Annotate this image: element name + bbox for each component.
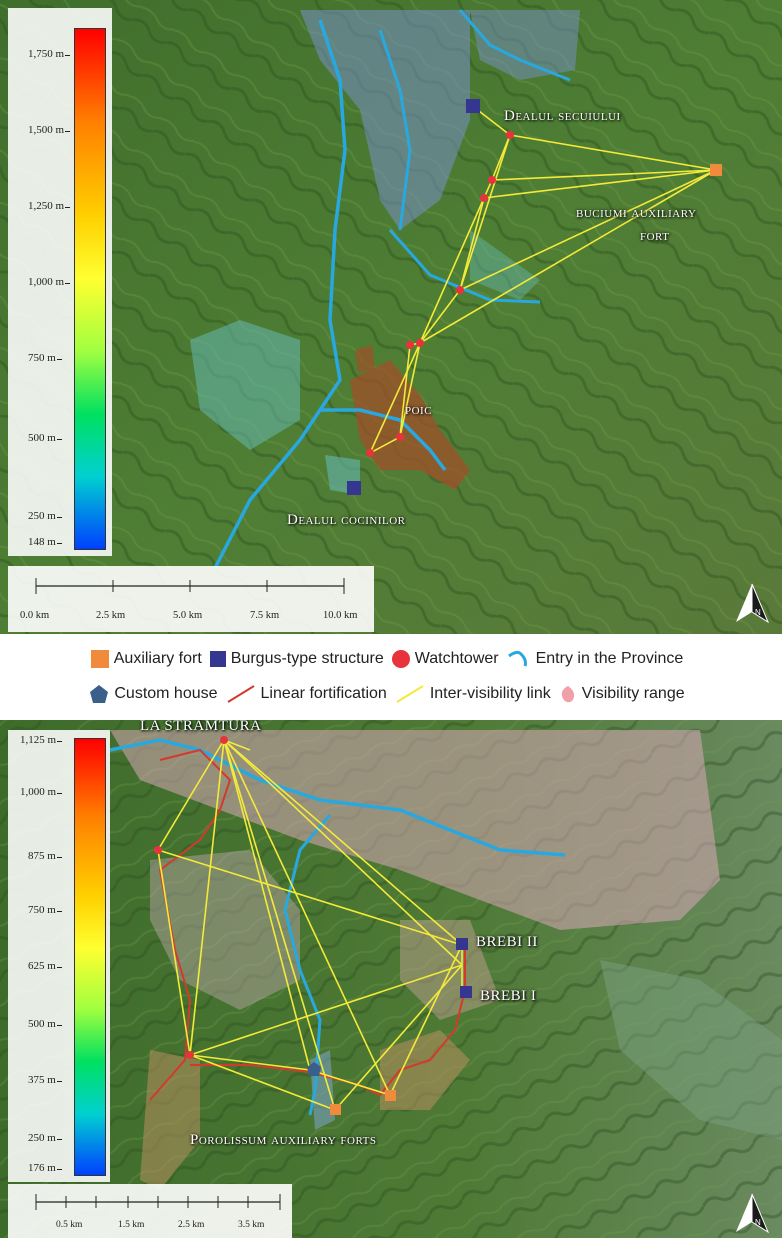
colorbar-tick: 1,500 m xyxy=(28,124,71,136)
auxiliary-fort-icon xyxy=(90,650,109,668)
bottom-map: 1,125 m 1,000 m 875 m 750 m 625 m 500 m … xyxy=(0,720,782,1238)
burgus-icon xyxy=(209,651,226,667)
colorbar-tick: 1,250 m xyxy=(28,200,71,212)
entry-river xyxy=(109,738,566,857)
visibility-zone xyxy=(600,960,782,1140)
scale-label: 0.5 km xyxy=(56,1220,83,1230)
label-brebi-2: BREBI II xyxy=(476,934,538,950)
visibility-zone xyxy=(355,345,375,372)
colorbar-tick: 1,000 m xyxy=(28,276,71,288)
north-letter: N xyxy=(755,608,761,617)
burgus-brebi-2 xyxy=(456,938,468,950)
visibility-zone xyxy=(470,10,580,80)
watchtowers xyxy=(154,736,228,1059)
legend-watchtower: Watchtower xyxy=(391,650,499,668)
colorbar-tick: 500 m xyxy=(28,1018,62,1030)
legend-entry: Entry in the Province xyxy=(507,650,683,668)
colorbar-tick: 875 m xyxy=(28,850,62,862)
colorbar-tick: 625 m xyxy=(28,960,62,972)
top-map-terrain xyxy=(0,0,782,634)
label-dealul-secuiului: Dealul secuiului xyxy=(504,108,621,124)
colorbar-tick: 1,000 m xyxy=(20,786,63,798)
visibility-zone xyxy=(300,10,470,230)
visibility-zone xyxy=(380,1030,470,1110)
colorbar-tick: 148 m xyxy=(28,536,62,548)
north-arrow-icon xyxy=(736,1193,770,1234)
legend-custom-house: Custom house xyxy=(89,684,218,704)
map-legend: Auxiliary fort Burgus-type structure Wat… xyxy=(0,636,782,718)
north-arrow-icon xyxy=(736,583,770,624)
label-porolissum: Porolissum auxiliary forts xyxy=(190,1132,377,1148)
linear-fortification xyxy=(190,945,466,1097)
custom-house xyxy=(307,1062,321,1076)
top-map: 1,750 m 1,500 m 1,250 m 1,000 m 750 m 50… xyxy=(0,0,782,634)
scale-label: 7.5 km xyxy=(250,610,280,621)
colorbar-tick: 176 m xyxy=(28,1162,62,1174)
bottom-map-terrain xyxy=(0,720,782,1238)
entry-river xyxy=(378,29,412,231)
top-elevation-colorbar: 1,750 m 1,500 m 1,250 m 1,000 m 750 m 50… xyxy=(8,8,112,556)
bottom-elevation-colorbar: 1,125 m 1,000 m 875 m 750 m 625 m 500 m … xyxy=(8,730,110,1182)
entry-river xyxy=(283,814,332,1116)
visibility-range-icon xyxy=(561,686,574,703)
scale-label: 10.0 km xyxy=(323,610,358,621)
linear-fortification-icon xyxy=(227,685,255,703)
colorbar-tick: 250 m xyxy=(28,1132,62,1144)
legend-intervisibility: Inter-visibility link xyxy=(395,684,551,704)
north-arrow: N xyxy=(732,1192,772,1236)
entry-river-icon xyxy=(507,650,527,667)
north-letter: N xyxy=(755,1218,761,1227)
bottom-scale-bar: 0.5 km 1.5 km 2.5 km 3.5 km xyxy=(8,1184,292,1238)
burgus-dealul-cocinilor xyxy=(347,481,361,495)
burgus-brebi-1 xyxy=(460,986,472,998)
visibility-zone xyxy=(140,1050,200,1190)
linear-fortification xyxy=(149,748,232,1101)
scale-label: 5.0 km xyxy=(173,610,203,621)
entry-river xyxy=(458,9,571,82)
colorbar-tick: 750 m xyxy=(28,904,62,916)
legend-auxiliary-fort: Auxiliary fort xyxy=(90,650,202,668)
label-buciumi-fort: fort xyxy=(640,228,670,244)
colorbar-tick: 1,750 m xyxy=(28,48,71,60)
label-poic: poic xyxy=(405,402,433,418)
scale-label: 2.5 km xyxy=(178,1220,205,1230)
colorbar-tick: 250 m xyxy=(28,510,62,522)
colorbar-tick: 1,125 m xyxy=(20,734,63,746)
auxiliary-fort-porolissum xyxy=(330,1104,341,1115)
legend-linear-fortification: Linear fortification xyxy=(226,684,387,704)
north-arrow: N xyxy=(732,582,772,626)
visibility-zone xyxy=(190,320,300,450)
legend-visibility-range: Visibility range xyxy=(559,684,685,704)
intervisibility-links xyxy=(369,107,717,454)
entry-river xyxy=(213,19,347,569)
auxiliary-fort-buciumi xyxy=(710,164,722,176)
scale-label: 1.5 km xyxy=(118,1220,145,1230)
top-scale-bar: 0.0 km 2.5 km 5.0 km 7.5 km 10.0 km xyxy=(8,566,374,632)
intervisibility-links xyxy=(157,739,463,1111)
legend-burgus: Burgus-type structure xyxy=(209,650,384,668)
colorbar-tick: 375 m xyxy=(28,1074,62,1086)
intervisibility-link-icon xyxy=(396,685,424,703)
label-buciumi: buciumi auxiliary xyxy=(576,205,697,221)
custom-house-icon xyxy=(90,685,109,703)
watchtower-icon xyxy=(391,650,410,668)
visibility-zone xyxy=(350,360,470,490)
burgus-dealul-secuiului xyxy=(466,99,480,113)
label-dealul-cocinilor: Dealul cocinilor xyxy=(287,512,406,528)
entry-river xyxy=(320,408,447,472)
colorbar-tick: 500 m xyxy=(28,432,62,444)
label-brebi-1: BREBI I xyxy=(480,988,537,1004)
auxiliary-fort-porolissum xyxy=(385,1090,396,1101)
watchtowers xyxy=(366,131,514,457)
scale-label: 2.5 km xyxy=(96,610,126,621)
label-la-stramtura: LA STRÂMTURĂ xyxy=(140,720,262,734)
scale-label: 0.0 km xyxy=(20,610,50,621)
scale-label: 3.5 km xyxy=(238,1220,265,1230)
colorbar-tick: 750 m xyxy=(28,352,62,364)
